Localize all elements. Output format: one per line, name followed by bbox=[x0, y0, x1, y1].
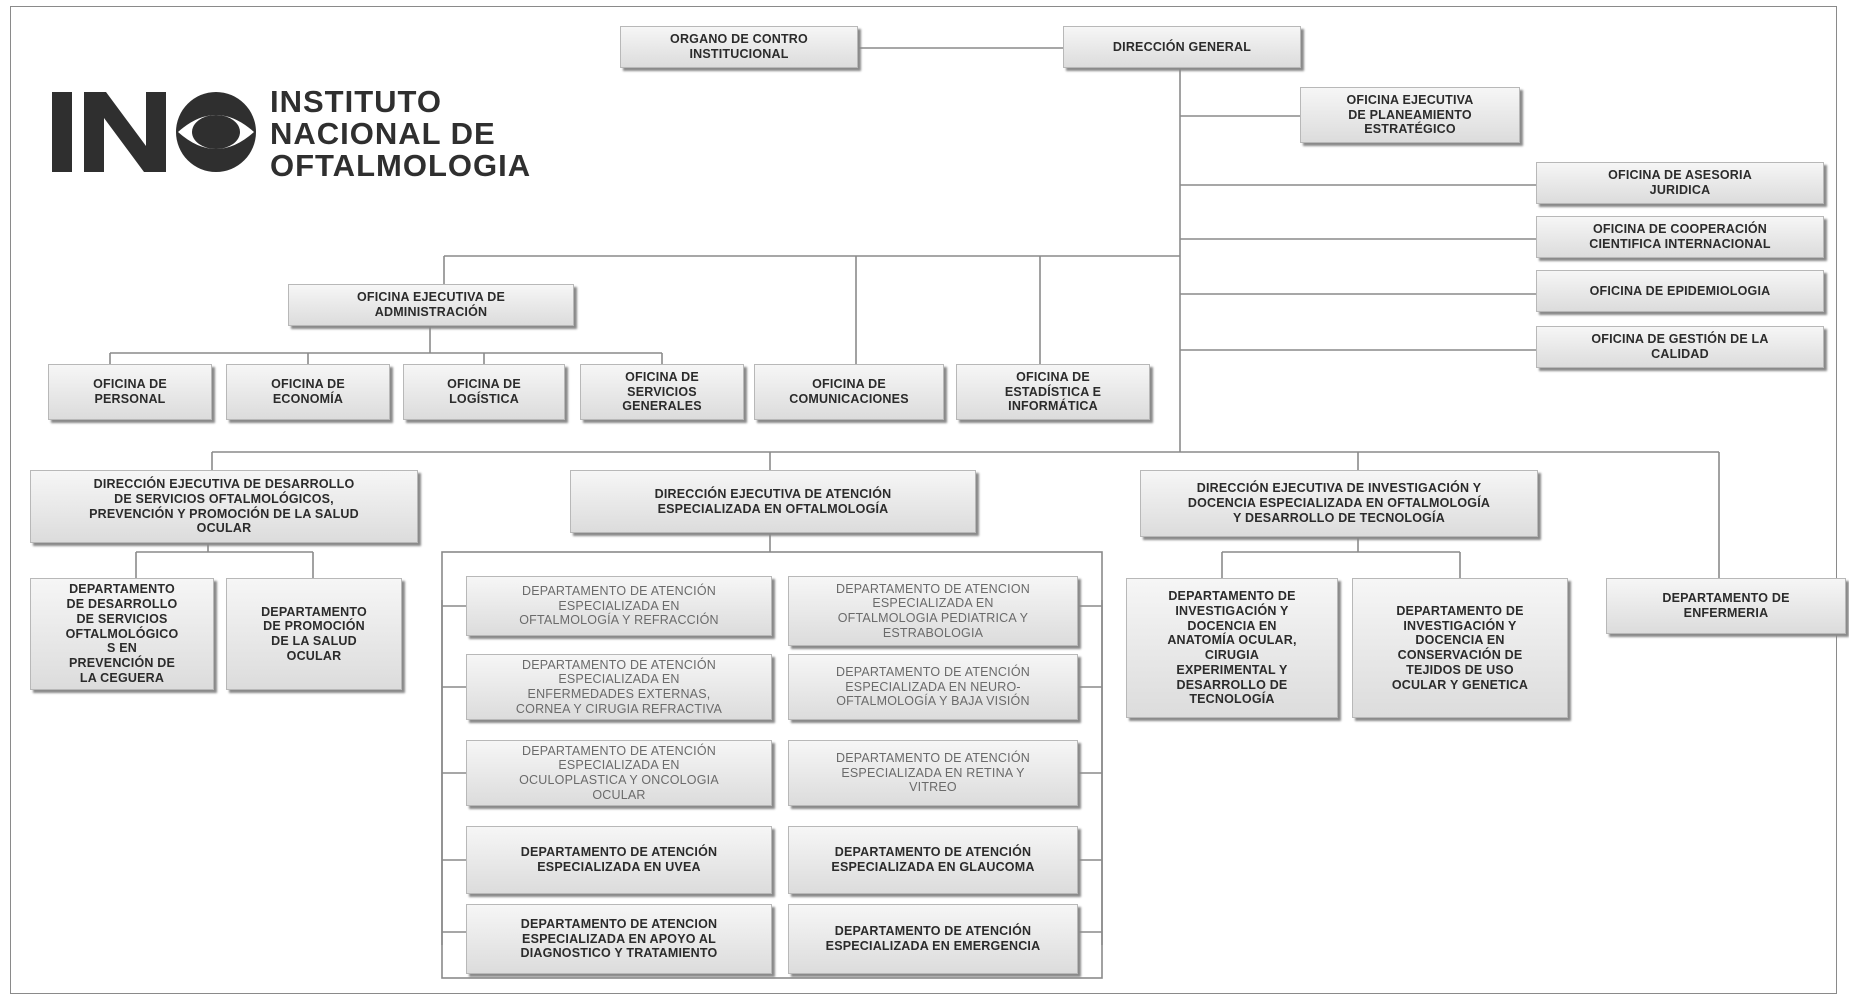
estadistica-box[interactable]: OFICINA DE ESTADÍSTICA E INFORMÁTICA bbox=[956, 364, 1150, 420]
epidemiologia-box[interactable]: OFICINA DE EPIDEMIOLOGIA bbox=[1536, 270, 1824, 312]
logo-line-1: INSTITUTO bbox=[270, 84, 443, 119]
personal-box[interactable]: OFICINA DE PERSONAL bbox=[48, 364, 212, 420]
direccion-general-box[interactable]: DIRECCIÓN GENERAL bbox=[1063, 26, 1301, 68]
logo-line-2: NACIONAL DE bbox=[270, 116, 496, 151]
dept-glaucoma-box[interactable]: DEPARTAMENTO DE ATENCIÓN ESPECIALIZADA E… bbox=[788, 826, 1078, 894]
atencion-head-box[interactable]: DIRECCIÓN EJECUTIVA DE ATENCIÓN ESPECIAL… bbox=[570, 470, 976, 533]
promocion-salud-box[interactable]: DEPARTAMENTO DE PROMOCIÓN DE LA SALUD OC… bbox=[226, 578, 402, 690]
logistica-box[interactable]: OFICINA DE LOGÍSTICA bbox=[403, 364, 565, 420]
dept-refraccion-box[interactable]: DEPARTAMENTO DE ATENCIÓN ESPECIALIZADA E… bbox=[466, 576, 772, 636]
dept-emergencia-box[interactable]: DEPARTAMENTO DE ATENCIÓN ESPECIALIZADA E… bbox=[788, 904, 1078, 974]
investigacion-head-box[interactable]: DIRECCIÓN EJECUTIVA DE INVESTIGACIÓN Y D… bbox=[1140, 470, 1538, 537]
logo-mark bbox=[52, 92, 256, 172]
dept-anatomia-ocular-box[interactable]: DEPARTAMENTO DE INVESTIGACIÓN Y DOCENCIA… bbox=[1126, 578, 1338, 718]
dept-retina-box[interactable]: DEPARTAMENTO DE ATENCIÓN ESPECIALIZADA E… bbox=[788, 740, 1078, 806]
chart-frame bbox=[10, 6, 1837, 994]
dept-oculoplastica-box[interactable]: DEPARTAMENTO DE ATENCIÓN ESPECIALIZADA E… bbox=[466, 740, 772, 806]
planeamiento-box[interactable]: OFICINA EJECUTIVA DE PLANEAMIENTO ESTRAT… bbox=[1300, 87, 1520, 143]
servicios-generales-box[interactable]: OFICINA DE SERVICIOS GENERALES bbox=[580, 364, 744, 420]
comunicaciones-box[interactable]: OFICINA DE COMUNICACIONES bbox=[754, 364, 944, 420]
logo-line-3: OFTALMOLOGIA bbox=[270, 148, 532, 183]
asesoria-box[interactable]: OFICINA DE ASESORIA JURIDICA bbox=[1536, 162, 1824, 204]
dept-uvea-box[interactable]: DEPARTAMENTO DE ATENCIÓN ESPECIALIZADA E… bbox=[466, 826, 772, 894]
dept-tejidos-genetica-box[interactable]: DEPARTAMENTO DE INVESTIGACIÓN Y DOCENCIA… bbox=[1352, 578, 1568, 718]
economia-box[interactable]: OFICINA DE ECONOMÍA bbox=[226, 364, 390, 420]
dept-neuro-oftalmologia-box[interactable]: DEPARTAMENTO DE ATENCIÓN ESPECIALIZADA E… bbox=[788, 654, 1078, 720]
desarrollo-head-box[interactable]: DIRECCIÓN EJECUTIVA DE DESARROLLO DE SER… bbox=[30, 470, 418, 543]
prevencion-ceguera-box[interactable]: DEPARTAMENTO DE DESARROLLO DE SERVICIOS … bbox=[30, 578, 214, 690]
dept-enfermeria-box[interactable]: DEPARTAMENTO DE ENFERMERIA bbox=[1606, 578, 1846, 634]
organo-control-box[interactable]: ORGANO DE CONTRO INSTITUCIONAL bbox=[620, 26, 858, 68]
dept-pediatrica-box[interactable]: DEPARTAMENTO DE ATENCION ESPECIALIZADA E… bbox=[788, 576, 1078, 646]
calidad-box[interactable]: OFICINA DE GESTIÓN DE LA CALIDAD bbox=[1536, 326, 1824, 368]
cooperacion-box[interactable]: OFICINA DE COOPERACIÓN CIENTIFICA INTERN… bbox=[1536, 216, 1824, 258]
dept-enfermedades-externas-box[interactable]: DEPARTAMENTO DE ATENCIÓN ESPECIALIZADA E… bbox=[466, 654, 772, 720]
dept-apoyo-diagnostico-box[interactable]: DEPARTAMENTO DE ATENCION ESPECIALIZADA E… bbox=[466, 904, 772, 974]
administracion-box[interactable]: OFICINA EJECUTIVA DE ADMINISTRACIÓN bbox=[288, 284, 574, 326]
